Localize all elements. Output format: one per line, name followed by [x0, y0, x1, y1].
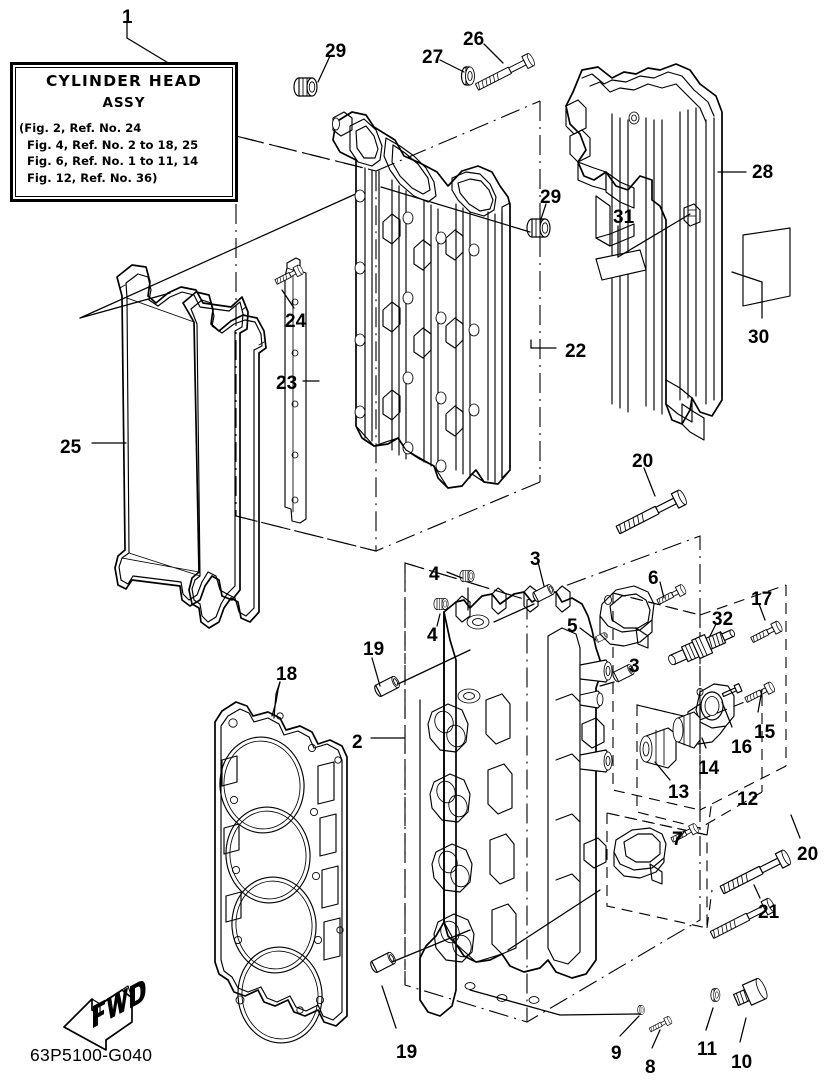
part-29-plug-right — [526, 203, 551, 238]
part-26-bolt — [473, 43, 537, 94]
part-17-bolt — [748, 603, 784, 646]
callout-number-dowel-small: 5 — [567, 616, 578, 637]
callout-number-bolt-thermo-cover: 15 — [754, 722, 776, 743]
callout-number-cover-gasket: 23 — [276, 373, 298, 394]
reference-line: Fig. 4, Ref. No. 2 to 18, 25 — [27, 137, 199, 152]
title-block: CYLINDER HEAD ASSY (Fig. 2, Ref. No. 24 … — [10, 62, 238, 202]
part-7-clamp — [613, 822, 700, 885]
callout-number-dowel-pin-2: 3 — [629, 656, 640, 677]
callout-number-cylinder-head-gasket: 18 — [276, 664, 298, 685]
part-3-dowel-b — [599, 663, 636, 687]
title-heading-line1: CYLINDER HEAD — [45, 72, 203, 90]
callout-number-screw-small: 16 — [731, 737, 753, 758]
callout-number-plug-upper-left: 29 — [325, 41, 347, 62]
part-2-cylinder-head — [370, 585, 613, 1017]
callout-number-bolt-head-long: 20 — [632, 451, 654, 472]
assembly-outline-cover — [235, 100, 541, 552]
callout-number-gasket-washer: 11 — [697, 1039, 718, 1060]
callout-number-dowel-pin: 3 — [530, 549, 541, 570]
part-5-dowel-small — [579, 627, 609, 644]
callout-number-cylinder-head-cover: 22 — [565, 341, 587, 362]
part-19-dowel-upper — [371, 649, 471, 699]
callout-number-head-cover-gasket: 25 — [60, 437, 82, 458]
part-31-label-plate-small — [595, 213, 691, 281]
callout-number-label-plate-small: 31 — [613, 207, 635, 228]
callout-number-title-block-pointer: 1 — [122, 7, 133, 28]
part-6-bolt — [655, 581, 688, 608]
part-27-washer — [439, 59, 476, 86]
part-18-head-gasket — [214, 681, 348, 1044]
part-15-bolt — [743, 680, 777, 713]
callout-number-bolt-clamp: 7 — [672, 829, 683, 850]
callout-number-drain-bolt: 10 — [731, 1052, 753, 1073]
part-3-dowel-a — [493, 561, 556, 623]
part-28-side-cover — [565, 63, 747, 441]
part-11-gasket-washer — [705, 988, 721, 1031]
callout-number-washer: 27 — [422, 47, 444, 68]
callout-number-bolt-bracket: 6 — [648, 568, 659, 589]
part-9-washer — [619, 1005, 645, 1037]
part-19-dowel-lower — [368, 929, 471, 1029]
title-references: (Fig. 2, Ref. No. 24 Fig. 4, Ref. No. 2 … — [19, 120, 229, 186]
part-8-bolt — [647, 1015, 674, 1049]
callout-number-spark-plug: 32 — [712, 609, 734, 630]
leader-1 — [126, 21, 171, 65]
callout-number-side-cover: 28 — [752, 162, 774, 183]
assembly-outline-head — [404, 535, 701, 1023]
callout-number-bolt-head-short: 21 — [758, 902, 780, 923]
assembly-outline-thermostat — [612, 584, 787, 811]
reference-line: (Fig. 2, Ref. No. 24 — [19, 121, 142, 135]
callout-number-plug-head-2: 4 — [427, 625, 438, 646]
assembly-outline-clamp — [606, 799, 713, 929]
part-bracket-cam-cap — [599, 585, 655, 649]
part-25-head-cover-gasket — [91, 264, 267, 629]
part-13-thermostat — [639, 711, 701, 781]
part-16-screw — [721, 683, 743, 728]
callout-number-thermostat-cover: 14 — [698, 758, 720, 779]
callout-number-dowel-sleeve-lower: 19 — [396, 1042, 418, 1063]
part-32-spark-plug — [668, 623, 736, 666]
callout-number-thermostat-assembly: 12 — [737, 789, 759, 810]
part-20-bolt-a — [613, 467, 689, 538]
part-22-cylinder-head-cover — [332, 111, 557, 489]
callout-number-washer-small: 9 — [611, 1043, 622, 1064]
callout-number-dowel-sleeve-upper: 19 — [363, 639, 385, 660]
callout-number-bolt-long: 26 — [463, 29, 485, 50]
reference-line: Fig. 6, Ref. No. 1 to 11, 14 — [27, 154, 199, 169]
fwd-arrow-icon — [63, 980, 146, 1051]
part-30-label-plate-large — [731, 227, 791, 319]
part-21-bolt — [708, 884, 778, 943]
callout-number-thermostat: 13 — [668, 782, 690, 803]
callout-number-bolt-thermostat: 17 — [751, 589, 773, 610]
callout-number-bolt-cover: 24 — [285, 311, 307, 332]
part-29-plug-upper-left — [293, 55, 331, 97]
callout-number-bolt-small: 8 — [645, 1057, 656, 1078]
part-20-bolt-b — [717, 814, 801, 898]
callout-number-label-plate-large: 30 — [748, 327, 770, 348]
callout-number-cylinder-head: 2 — [352, 732, 363, 753]
part-4-plug-a — [446, 570, 475, 611]
callout-number-bolt-head-long-2: 20 — [797, 844, 819, 865]
part-10-drain-bolt — [732, 977, 768, 1043]
assembly-outline-thermostat-inner — [636, 694, 763, 829]
reference-line: Fig. 12, Ref. No. 36) — [27, 170, 158, 185]
callout-number-plug-head: 4 — [429, 564, 440, 585]
title-heading-line2: ASSY — [102, 95, 146, 111]
drawing-number: 63P5100-G040 — [30, 1045, 153, 1065]
part-4-plug-b — [433, 598, 449, 627]
callout-number-plug-right: 29 — [540, 187, 562, 208]
part-24-bolt — [273, 263, 305, 309]
